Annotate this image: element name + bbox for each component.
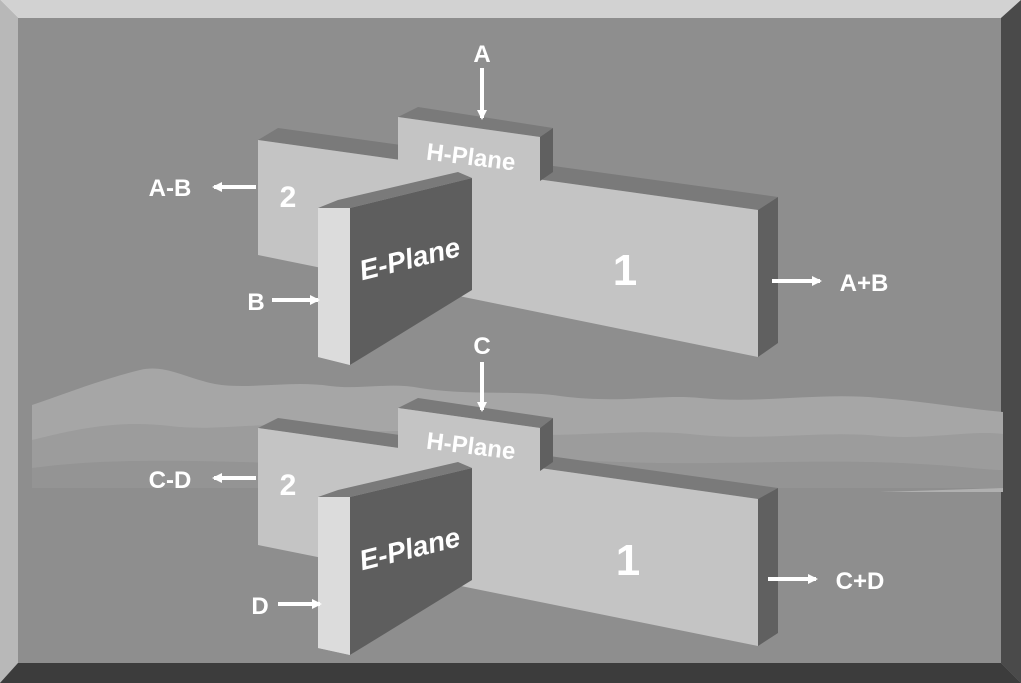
h-plane-top-face [398, 107, 553, 137]
magic-tee-bottom: H-Plane E-Plane 1 2 C C-D D C+D [149, 333, 885, 655]
output-sum-label: A+B [840, 270, 889, 297]
e-plane-top-face [318, 172, 472, 208]
h-plane-front-face [398, 117, 540, 181]
e-plane-face [350, 468, 472, 655]
magic-tee-top: H-Plane E-Plane 1 2 A A-B B A+B [149, 41, 889, 365]
e-plane-edge [318, 497, 350, 655]
port-1-label: 1 [616, 536, 640, 585]
output-difference-label: A-B [149, 175, 192, 202]
port-2-label: 2 [280, 181, 297, 214]
output-sum-label: C+D [836, 568, 885, 595]
e-plane-face [350, 178, 472, 365]
input-d-label: D [251, 593, 268, 620]
h-plane-front-face [398, 408, 540, 471]
port-1-label: 1 [613, 246, 637, 295]
output-difference-label: C-D [149, 467, 192, 494]
input-b-label: B [247, 289, 264, 316]
e-plane-edge [318, 208, 350, 365]
h-plane-side-face [540, 128, 553, 181]
input-a-label: A [473, 41, 490, 68]
e-plane-top-face [318, 462, 472, 497]
main-arm-side-face [758, 197, 778, 357]
h-plane-top-face [398, 398, 553, 428]
h-plane-side-face [540, 418, 553, 471]
main-arm-side-face [758, 488, 778, 646]
input-c-label: C [473, 333, 490, 360]
port-2-label: 2 [280, 469, 297, 502]
